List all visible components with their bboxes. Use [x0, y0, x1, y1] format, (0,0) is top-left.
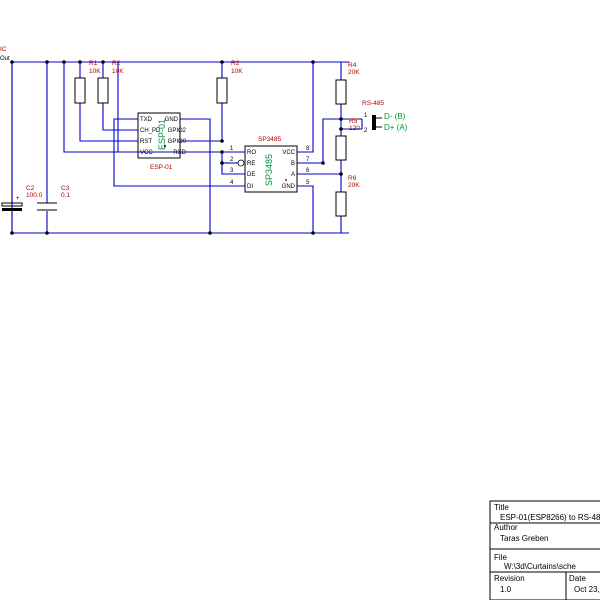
junction-dot — [311, 60, 315, 64]
rs485-ref: RS-485 — [362, 100, 384, 107]
capacitor-c2: + C2 100.0 — [1, 185, 43, 211]
resistor-r5: R5 120 — [335, 118, 360, 161]
power-label-top: IC — [0, 46, 7, 53]
junction-dot — [339, 117, 343, 121]
junction-dot — [10, 60, 14, 64]
junction-dot — [220, 60, 224, 64]
r3-value: 10K — [231, 68, 243, 75]
junction-dot — [45, 60, 49, 64]
junction-dot — [208, 231, 212, 235]
sp3485-pinnum-7: 7 — [306, 157, 310, 163]
tb-date-label: Date — [569, 574, 586, 583]
power-label-bottom: Out — [0, 56, 10, 62]
junction-dot — [101, 60, 105, 64]
esp01-pin-vcc: VCC — [140, 150, 153, 156]
tb-revision-label: Revision — [494, 574, 525, 583]
r2-ref: R2 — [112, 60, 121, 67]
sp3485-pinnum-2: 2 — [230, 157, 234, 163]
esp01-pin-txd: TXD — [140, 117, 153, 123]
svg-text:+: + — [16, 196, 20, 202]
resistor-r1: R1 10K — [74, 60, 101, 104]
sp3485-chip: SP3485 RO RE DE DI VCC B A GND 1 2 3 4 8… — [230, 136, 310, 193]
sp3485-pin-a: A — [291, 172, 295, 178]
junction-dot — [45, 231, 49, 235]
sp3485-pinnum-5: 5 — [306, 180, 310, 186]
sp3485-pin-ro: RO — [247, 150, 256, 156]
r3-ref: R2 — [231, 60, 240, 67]
capacitor-c3: C3 0.1 — [37, 185, 70, 211]
rs485-net-a: D+ (A) — [384, 123, 408, 132]
junction-dot — [220, 150, 224, 154]
r2-value: 10K — [112, 68, 124, 75]
sp3485-pinnum-8: 8 — [306, 146, 310, 152]
r5-ref: R5 — [349, 118, 358, 125]
rs485-pin1: 1 — [364, 113, 368, 119]
wires — [11, 61, 363, 234]
esp01-module: TXD CH_PD RST VCC GND GPIO2 GPIO0 RXD ES… — [137, 112, 187, 171]
esp01-ref: ESP-01 — [150, 164, 173, 171]
sp3485-pinnum-3: 3 — [230, 168, 234, 174]
tb-file-value: W:\3d\Curtains\sche — [504, 562, 576, 571]
resistor-r6: R6 20K — [335, 175, 360, 217]
esp01-pin-chpd: CH_PD — [140, 128, 161, 134]
r1-ref: R1 — [89, 60, 98, 67]
junction-dot — [311, 231, 315, 235]
sp3485-pin-b: B — [291, 161, 295, 167]
esp01-pin-rxd: RXD — [173, 150, 186, 156]
sp3485-pin-re: RE — [247, 161, 255, 167]
c2-value: 100.0 — [26, 192, 43, 199]
sp3485-re-inversion — [237, 159, 245, 167]
esp01-pin-rst: RST — [140, 139, 152, 145]
tb-file-label: File — [494, 553, 507, 562]
tb-title-label: Title — [494, 503, 509, 512]
c3-ref: C3 — [61, 185, 70, 192]
junction-dot — [10, 231, 14, 235]
junctions — [10, 60, 343, 235]
tb-revision-value: 1.0 — [500, 585, 512, 594]
sp3485-pinnum-6: 6 — [306, 168, 310, 174]
r4-ref: R4 — [348, 62, 357, 69]
title-block: Title ESP-01(ESP8266) to RS-485 i Author… — [489, 500, 600, 600]
r1-value: 10K — [89, 68, 101, 75]
sp3485-pin-gnd: GND — [282, 184, 296, 190]
c3-value: 0.1 — [61, 192, 70, 199]
junction-dot — [220, 161, 224, 165]
tb-title-value: ESP-01(ESP8266) to RS-485 i — [500, 513, 600, 522]
c2-ref: C2 — [26, 185, 35, 192]
r4-value: 20K — [348, 69, 360, 76]
junction-dot — [78, 60, 82, 64]
rs485-connector: RS-485 1 2 D- (B) D+ (A) — [362, 100, 408, 134]
resistor-r3: R2 10K — [216, 60, 243, 104]
junction-dot — [339, 172, 343, 176]
resistor-r2: R2 10K — [97, 60, 124, 104]
sp3485-pinnum-4: 4 — [230, 180, 234, 186]
resistor-r4: R4 20K — [335, 62, 360, 105]
tb-date-value: Oct 23, — [574, 585, 600, 594]
sp3485-ref: SP3485 — [258, 136, 282, 143]
tb-author-value: Taras Greben — [500, 534, 548, 543]
junction-dot — [62, 60, 66, 64]
esp01-pin-gnd: GND — [165, 117, 179, 123]
rs485-net-b: D- (B) — [384, 112, 406, 121]
esp01-pin-gpio2: GPIO2 — [168, 128, 187, 134]
sp3485-pin-vcc: VCC — [282, 150, 295, 156]
esp01-name: ESP-01 — [157, 119, 167, 150]
junction-dot — [321, 161, 325, 165]
r5-value: 120 — [349, 125, 360, 132]
sp3485-pin-di: DI — [247, 184, 253, 190]
r6-value: 20K — [348, 182, 360, 189]
rs485-pin2: 2 — [364, 128, 368, 134]
tb-author-label: Author — [494, 523, 518, 532]
esp01-pin-gpio0: GPIO0 — [168, 139, 187, 145]
sp3485-pinnum-1: 1 — [230, 146, 234, 152]
sp3485-pin-de: DE — [247, 172, 255, 178]
r6-ref: R6 — [348, 175, 357, 182]
sp3485-name: SP3485 — [264, 154, 274, 186]
junction-dot — [339, 127, 343, 131]
junction-dot — [220, 139, 224, 143]
